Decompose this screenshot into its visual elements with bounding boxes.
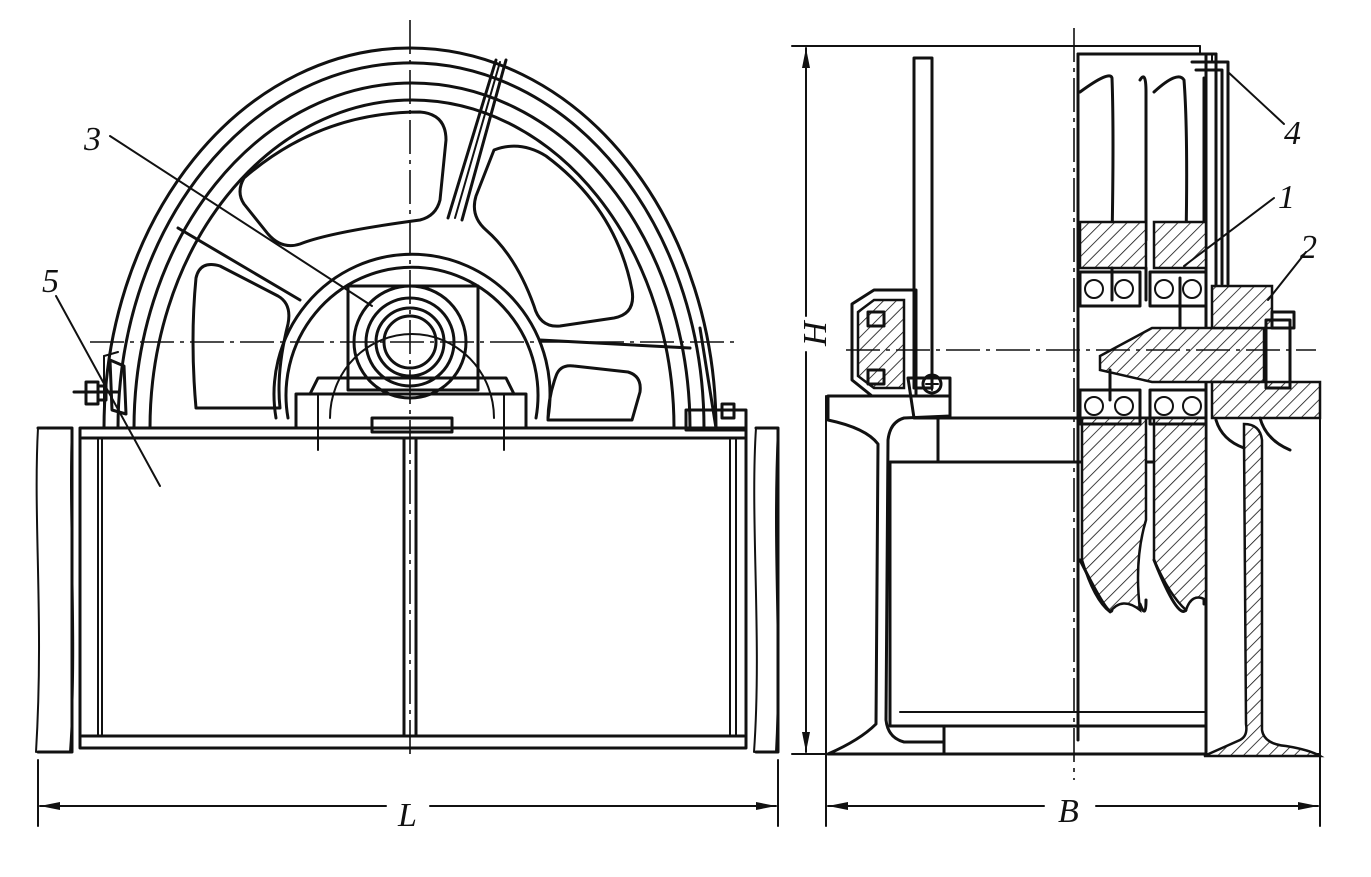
left-rail-section <box>826 394 1208 756</box>
frame-end-posts <box>35 426 780 754</box>
callout-5: 5 <box>42 263 161 487</box>
callout-label-2: 2 <box>1300 229 1317 266</box>
callout-label-3: 3 <box>83 121 101 158</box>
callout-label-1: 1 <box>1278 179 1295 216</box>
dimension-l: L <box>37 759 779 834</box>
callout-label-5: 5 <box>42 263 59 300</box>
callout-label-4: 4 <box>1284 115 1301 152</box>
side-view <box>791 28 1325 780</box>
callout-3: 3 <box>83 121 373 307</box>
sheave-wheels <box>1076 52 1218 742</box>
callout-2: 2 <box>1267 229 1317 301</box>
front-view <box>35 20 780 760</box>
callout-4: 4 <box>1227 71 1301 152</box>
dimension-label-l: L <box>397 797 417 834</box>
axle <box>1098 276 1322 420</box>
spoke-openings <box>176 58 692 422</box>
dimension-h: H <box>797 47 834 753</box>
tension-post <box>850 56 952 420</box>
right-rail-section <box>1203 416 1325 758</box>
bearings <box>1078 270 1208 426</box>
callout-1: 1 <box>1183 179 1295 267</box>
top-cover <box>1190 60 1230 286</box>
dimension-label-b: B <box>1058 793 1079 830</box>
dimension-b: B <box>825 395 1321 830</box>
dimension-label-h: H <box>797 319 834 347</box>
tension-bolt <box>72 358 748 432</box>
frame-body <box>78 426 748 750</box>
bearing-support <box>294 376 528 451</box>
